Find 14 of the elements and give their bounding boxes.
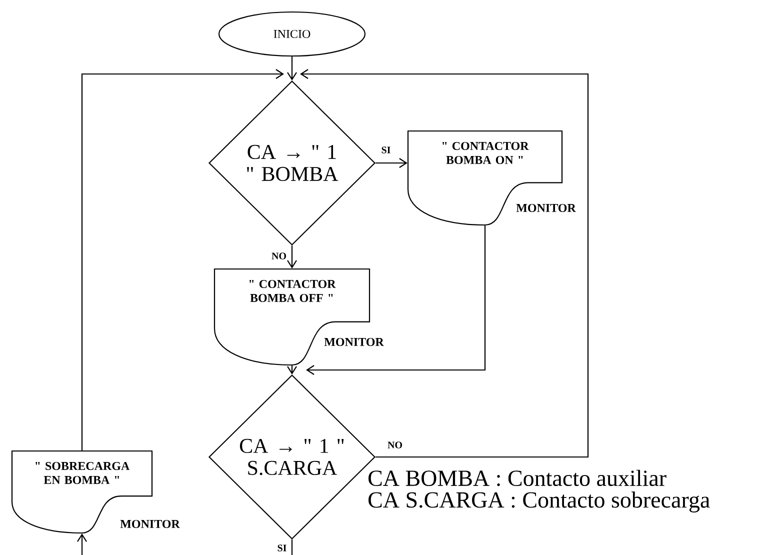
monitor-label: MONITOR — [516, 204, 576, 212]
arrow — [306, 226, 486, 375]
edge-label: SI — [276, 544, 288, 552]
arrow — [287, 246, 297, 268]
edge-label: NO — [386, 440, 404, 450]
arrow — [77, 534, 87, 555]
arrow — [81, 69, 284, 450]
arrow — [300, 69, 589, 458]
edge-label: NO — [270, 252, 288, 260]
edge-label: SI — [380, 146, 392, 154]
arrow — [376, 158, 408, 168]
monitor-label: MONITOR — [120, 520, 180, 528]
arrow — [287, 56, 297, 80]
monitor-label: MONITOR — [324, 338, 384, 346]
